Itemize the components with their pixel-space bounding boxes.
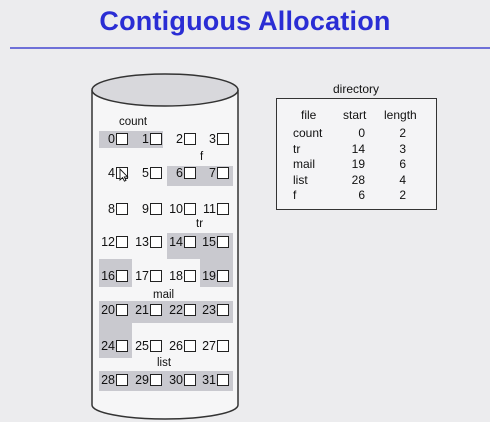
block-cell (150, 304, 162, 316)
block-cell (150, 236, 162, 248)
block-number: 11 (203, 202, 216, 216)
directory-file-cell: f (293, 188, 297, 202)
block-cell (150, 270, 162, 282)
block-number: 5 (142, 166, 149, 180)
directory-table (276, 98, 437, 210)
directory-length-cell: 2 (399, 188, 406, 202)
shade-count (99, 131, 163, 148)
block-number: 7 (209, 166, 216, 180)
block-number: 27 (202, 339, 216, 353)
block-number: 22 (169, 303, 183, 317)
block-cell (116, 203, 128, 215)
block-number: 16 (101, 269, 115, 283)
block-number: 30 (169, 373, 183, 387)
block-cell (116, 304, 128, 316)
directory-start-cell: 28 (351, 172, 365, 187)
block-number: 29 (135, 373, 149, 387)
tag-f: f (200, 151, 204, 163)
block-cell (150, 133, 162, 145)
block-cell (184, 374, 196, 386)
block-cell (217, 270, 229, 282)
block-cell (150, 340, 162, 352)
block-cell (217, 167, 229, 179)
block-number: 31 (202, 373, 216, 387)
block-number: 1 (142, 132, 149, 146)
block-number: 14 (169, 235, 183, 249)
directory-start-cell: 14 (351, 141, 365, 156)
block-cell (184, 203, 196, 215)
block-number: 0 (108, 132, 115, 146)
mouse-pointer-icon (119, 168, 129, 182)
directory-start-cell: 0 (358, 126, 365, 140)
tag-mail: mail (153, 289, 175, 301)
block-cell (150, 374, 162, 386)
directory-caption: directory (333, 82, 380, 96)
directory-length-cell: 6 (399, 157, 406, 171)
block-cell (217, 304, 229, 316)
block-cell (217, 340, 229, 352)
shade-list (99, 371, 233, 391)
block-number: 17 (135, 269, 149, 283)
directory-length-cell: 4 (399, 172, 406, 187)
block-number: 23 (202, 303, 216, 317)
block-cell (184, 340, 196, 352)
block-cell (150, 203, 162, 215)
header-length: length (384, 108, 417, 122)
block-cell (184, 304, 196, 316)
block-number: 26 (169, 339, 183, 353)
block-number: 13 (135, 235, 149, 249)
shade-mail-b (99, 301, 233, 323)
block-number: 10 (169, 202, 183, 216)
directory-file-cell: mail (293, 157, 316, 171)
header-start: start (343, 108, 367, 122)
block-number: 12 (101, 235, 115, 249)
block-cell (217, 203, 229, 215)
block-number: 6 (176, 166, 183, 180)
block-cell (217, 133, 229, 145)
block-cell (116, 374, 128, 386)
block-number: 3 (209, 132, 216, 146)
block-number: 19 (202, 269, 216, 283)
block-number: 18 (169, 269, 183, 283)
shade-f (167, 166, 233, 186)
block-cell (184, 270, 196, 282)
directory-length-cell: 2 (399, 126, 406, 140)
tag-count: count (119, 116, 148, 128)
block-cell (116, 340, 128, 352)
block-cell (116, 236, 128, 248)
header-file: file (301, 108, 317, 122)
title-underline (10, 47, 490, 49)
block-number: 20 (101, 303, 115, 317)
block-number: 21 (135, 303, 149, 317)
block-number: 4 (108, 166, 115, 180)
block-number: 28 (101, 373, 115, 387)
directory-length-cell: 3 (399, 141, 406, 156)
block-cell (116, 270, 128, 282)
block-number: 9 (142, 202, 149, 216)
tag-list: list (157, 357, 172, 369)
directory-file-cell: list (293, 172, 308, 187)
slide-title: Contiguous Allocation (99, 6, 391, 36)
block-cell (184, 167, 196, 179)
tag-tr: tr (196, 218, 204, 230)
block-number: 8 (108, 202, 115, 216)
block-cell (150, 167, 162, 179)
directory-start-cell: 6 (358, 188, 365, 202)
block-number: 2 (176, 132, 183, 146)
block-cell (217, 374, 229, 386)
block-cell (184, 236, 196, 248)
directory-file-cell: tr (293, 141, 301, 156)
block-cell (116, 133, 128, 145)
block-number: 15 (202, 235, 216, 249)
block-number: 24 (101, 339, 115, 353)
block-cell (217, 236, 229, 248)
directory-start-cell: 19 (351, 157, 365, 171)
directory-file-cell: count (293, 126, 323, 140)
block-number: 25 (135, 339, 149, 353)
block-cell (184, 133, 196, 145)
